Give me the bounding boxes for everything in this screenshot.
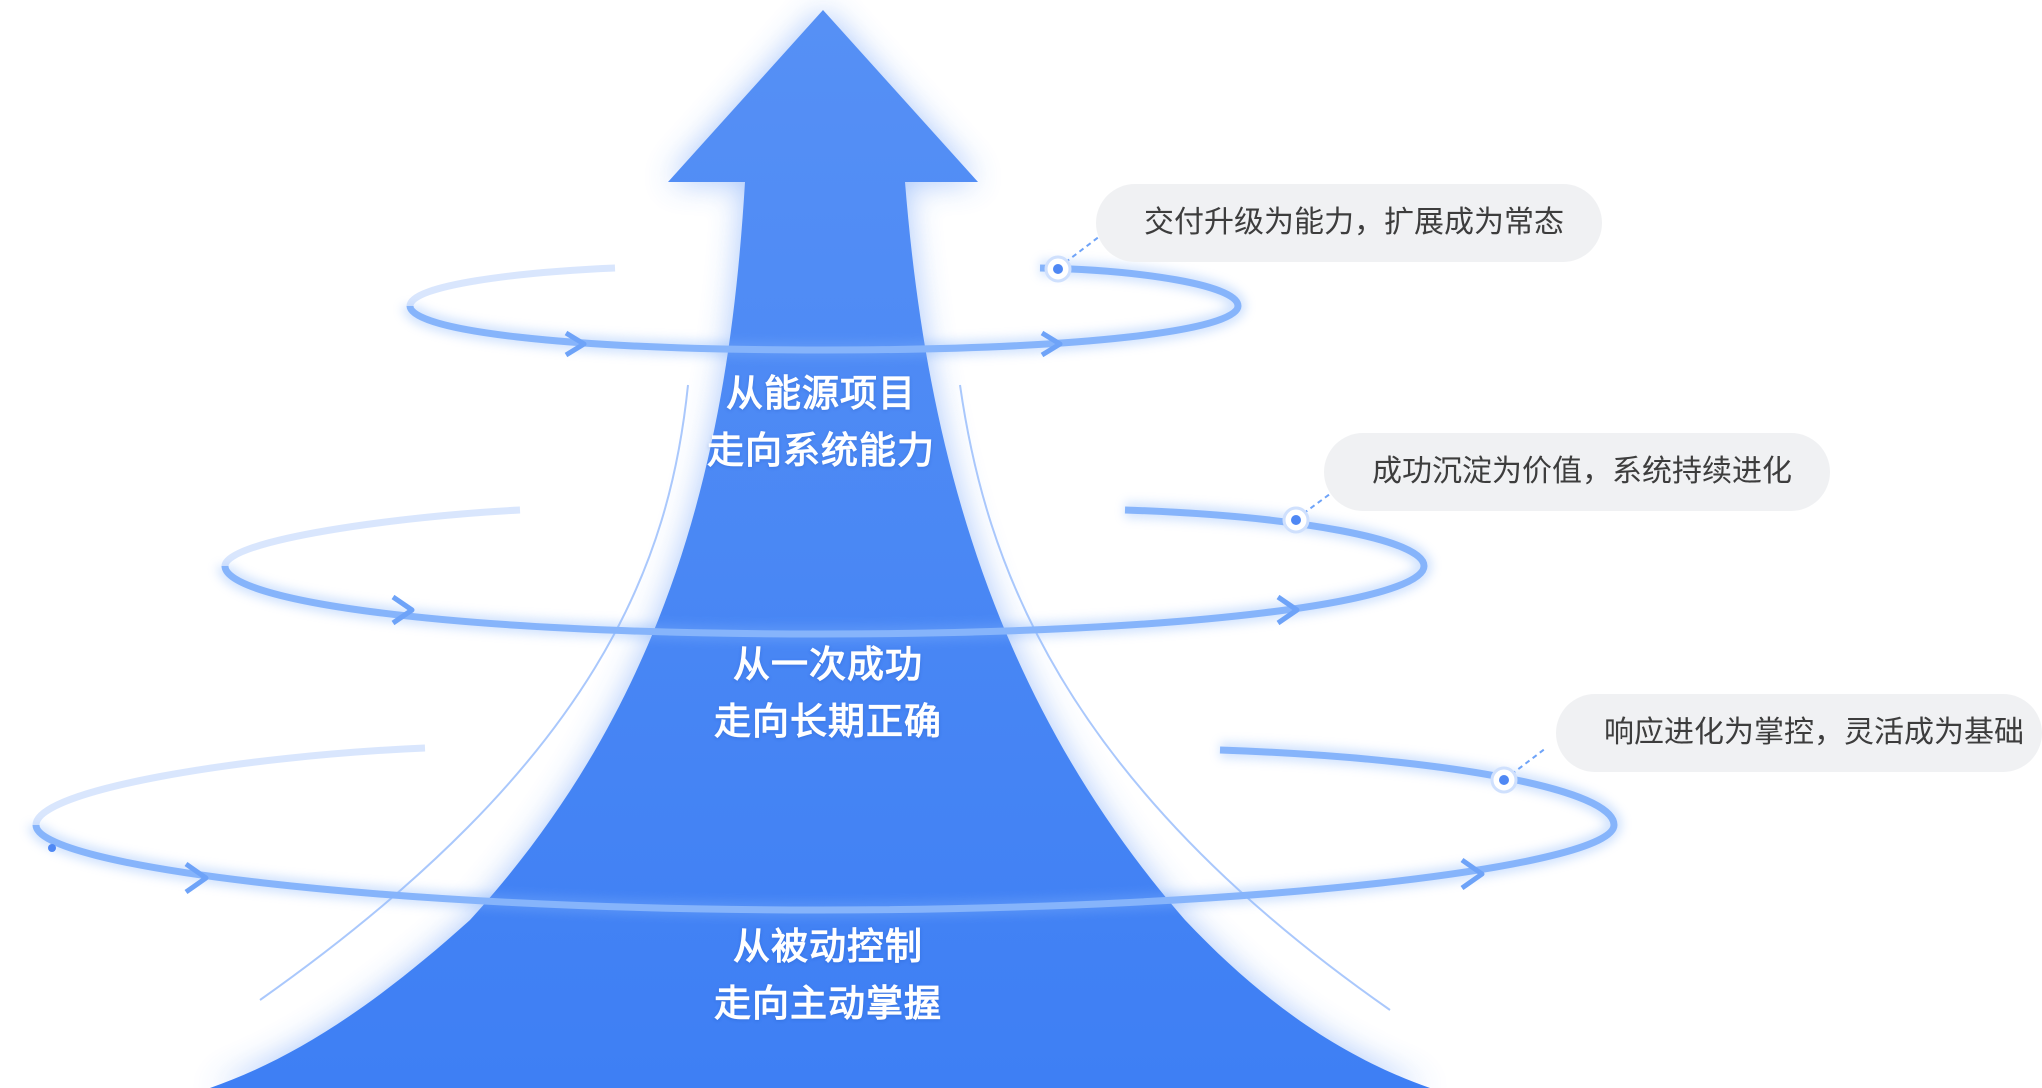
ring-3 (28, 742, 1623, 919)
stage-label-3: 从被动控制 走向主动掌握 (648, 918, 1008, 1032)
stage-label-1: 从能源项目 走向系统能力 (641, 365, 1001, 479)
stage-label-2-line2: 走向长期正确 (714, 700, 942, 743)
stage-label-1-line1: 从能源项目 (726, 372, 916, 415)
ring-2-arrow-left (391, 594, 415, 626)
stage-label-2: 从一次成功 走向长期正确 (648, 636, 1008, 750)
stage-label-2-line1: 从一次成功 (733, 643, 923, 686)
connector-1 (1044, 235, 1101, 283)
ring-2-arrow-right (1276, 594, 1300, 626)
connector-3 (1490, 747, 1547, 794)
ring-3-arrow-left (184, 861, 209, 895)
stage-label-3-line2: 走向主动掌握 (714, 982, 942, 1025)
callout-3: 响应进化为掌控，灵活成为基础 (1556, 694, 2042, 772)
ring-3-end-dot (48, 844, 56, 852)
ring-3-arrow-right (1460, 857, 1485, 891)
ring-1-arrow-right (1040, 330, 1063, 358)
streak-right (959, 384, 1391, 1011)
stage-label-1-line2: 走向系统能力 (707, 429, 935, 472)
stage-label-3-line1: 从被动控制 (733, 925, 923, 968)
ring-1 (402, 260, 1247, 359)
callout-2: 成功沉淀为价值，系统持续进化 (1324, 433, 1830, 511)
callout-1: 交付升级为能力，扩展成为常态 (1096, 184, 1602, 262)
growth-arrow (210, 10, 1430, 1088)
ring-1-arrow-left (564, 330, 587, 358)
ring-2 (217, 502, 1433, 643)
connector-2 (1282, 487, 1339, 534)
